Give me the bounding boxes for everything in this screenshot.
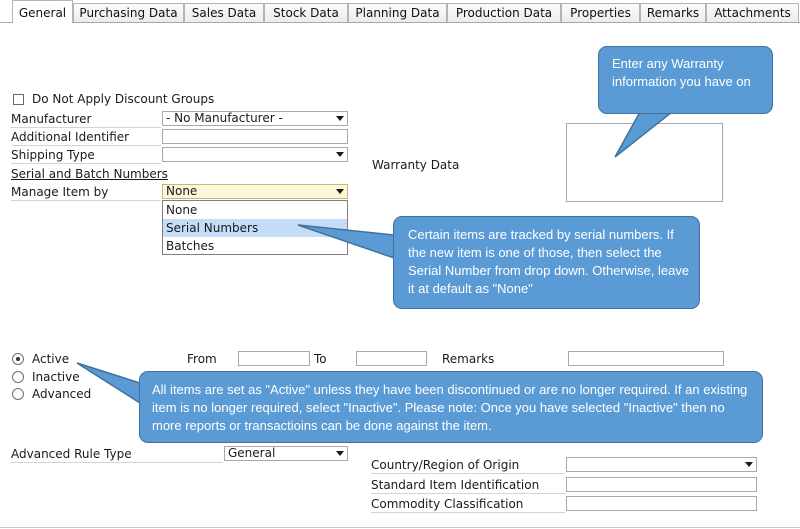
standard-item-input[interactable] [566, 477, 757, 492]
chevron-down-icon [336, 451, 344, 456]
to-date-input[interactable] [356, 351, 427, 366]
remarks-input[interactable] [568, 351, 724, 366]
discount-groups-label: Do Not Apply Discount Groups [32, 92, 215, 106]
tab-sales-data[interactable]: Sales Data [184, 3, 264, 22]
inactive-label: Inactive [32, 370, 80, 384]
serial-callout: Certain items are tracked by serial numb… [393, 216, 700, 309]
chevron-down-icon [745, 462, 753, 467]
warranty-textarea[interactable] [566, 123, 723, 202]
from-date-input[interactable] [238, 351, 310, 366]
tab-stock-data[interactable]: Stock Data [264, 3, 348, 22]
discount-groups-checkbox[interactable] [13, 94, 24, 105]
tab-general[interactable]: General [12, 0, 73, 23]
tab-purchasing-data[interactable]: Purchasing Data [73, 3, 184, 22]
advanced-label: Advanced [32, 387, 92, 401]
advanced-rule-type-select[interactable]: General [224, 446, 348, 461]
chevron-down-icon [336, 116, 344, 121]
manufacturer-value: - No Manufacturer - [166, 111, 283, 125]
active-radio[interactable] [12, 353, 24, 365]
chevron-down-icon [336, 189, 344, 194]
serial-batch-link[interactable]: Serial and Batch Numbers [11, 167, 168, 181]
tab-bar: General Purchasing Data Sales Data Stock… [0, 0, 800, 23]
commodity-input[interactable] [566, 496, 757, 511]
bottom-divider [0, 527, 800, 528]
from-label: From [187, 352, 217, 366]
warranty-callout-pointer [614, 111, 675, 158]
option-none[interactable]: None [166, 203, 198, 217]
remarks-label: Remarks [442, 352, 495, 366]
manufacturer-select[interactable]: - No Manufacturer - [162, 111, 348, 126]
advanced-rule-type-value: General [228, 446, 276, 460]
manage-item-by-value: None [166, 184, 198, 198]
manage-item-by-select[interactable]: None [162, 184, 348, 199]
active-label: Active [32, 352, 70, 366]
to-label: To [314, 352, 327, 366]
tab-attachments[interactable]: Attachments [706, 3, 799, 22]
option-serial-numbers[interactable]: Serial Numbers [163, 219, 347, 237]
advanced-rule-type-label: Advanced Rule Type [11, 446, 223, 463]
additional-identifier-label: Additional Identifier [11, 129, 161, 146]
active-callout-text: All items are set as "Active" unless the… [152, 382, 748, 433]
country-label: Country/Region of Origin [371, 457, 565, 474]
advanced-radio[interactable] [12, 388, 24, 400]
standard-item-label: Standard Item Identification [371, 477, 565, 494]
manufacturer-label: Manufacturer [11, 111, 161, 128]
shipping-type-select[interactable] [162, 147, 348, 162]
country-select[interactable] [566, 457, 757, 472]
tab-planning-data[interactable]: Planning Data [348, 3, 447, 22]
manage-item-by-label: Manage Item by [11, 184, 161, 201]
tab-production-data[interactable]: Production Data [447, 3, 561, 22]
active-callout-pointer [76, 362, 141, 405]
tab-remarks[interactable]: Remarks [640, 3, 706, 22]
commodity-label: Commodity Classification [371, 496, 565, 513]
tab-divider [0, 22, 800, 23]
tab-properties[interactable]: Properties [561, 3, 640, 22]
option-batches[interactable]: Batches [166, 239, 215, 253]
inactive-radio[interactable] [12, 371, 24, 383]
chevron-down-icon [336, 152, 344, 157]
shipping-type-label: Shipping Type [11, 147, 161, 164]
warranty-callout-text: Enter any Warranty information you have … [612, 56, 751, 89]
warranty-label: Warranty Data [372, 158, 460, 172]
serial-callout-text: Certain items are tracked by serial numb… [408, 227, 690, 296]
additional-identifier-input[interactable] [162, 129, 348, 144]
active-callout: All items are set as "Active" unless the… [139, 371, 763, 443]
serial-callout-pointer [297, 224, 395, 260]
warranty-callout: Enter any Warranty information you have … [598, 46, 773, 114]
